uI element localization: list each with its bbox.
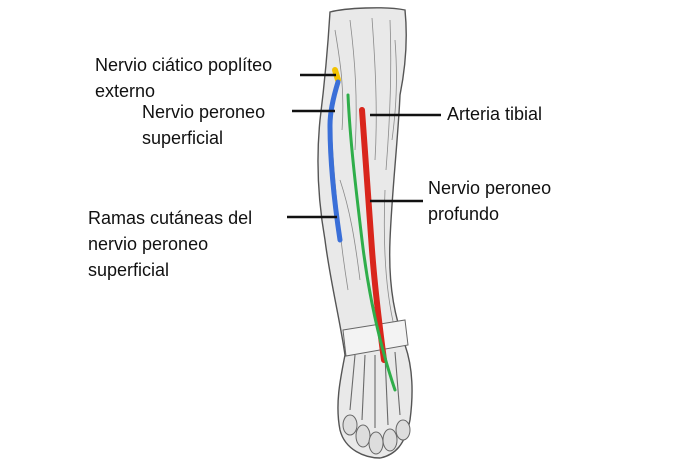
label-line: Ramas cutáneas del: [88, 208, 253, 228]
label-sciatic-nerve: Nervio ciático poplíteo externo: [95, 52, 272, 104]
foot-tendons: [349, 351, 401, 428]
ankle-retinaculum: [342, 319, 409, 357]
label-line: superficial: [142, 128, 224, 148]
label-cutaneous-branches: Ramas cutáneas del nervio peroneo superf…: [88, 205, 252, 283]
leader-lines: [287, 73, 441, 219]
label-line: nervio peroneo: [88, 234, 209, 254]
label-superficial-peroneal: Nervio peroneo superficial: [142, 99, 265, 151]
superficial-peroneal-nerve-path: [327, 79, 343, 243]
label-line: Nervio ciático poplíteo: [95, 55, 273, 75]
label-line: Nervio peroneo: [428, 178, 552, 198]
sciatic-nerve-path: [332, 67, 341, 83]
toes: [342, 414, 411, 455]
label-deep-peroneal: Nervio peroneo profundo: [428, 175, 551, 227]
label-tibial-artery: Arteria tibial: [447, 101, 542, 127]
label-line: Nervio peroneo: [142, 102, 266, 122]
label-line: profundo: [428, 204, 500, 224]
label-line: Arteria tibial: [447, 104, 543, 124]
label-line: superficial: [88, 260, 170, 280]
deep-peroneal-nerve-path: [346, 93, 397, 392]
tibial-artery-path: [359, 107, 387, 363]
label-line: externo: [95, 81, 156, 101]
